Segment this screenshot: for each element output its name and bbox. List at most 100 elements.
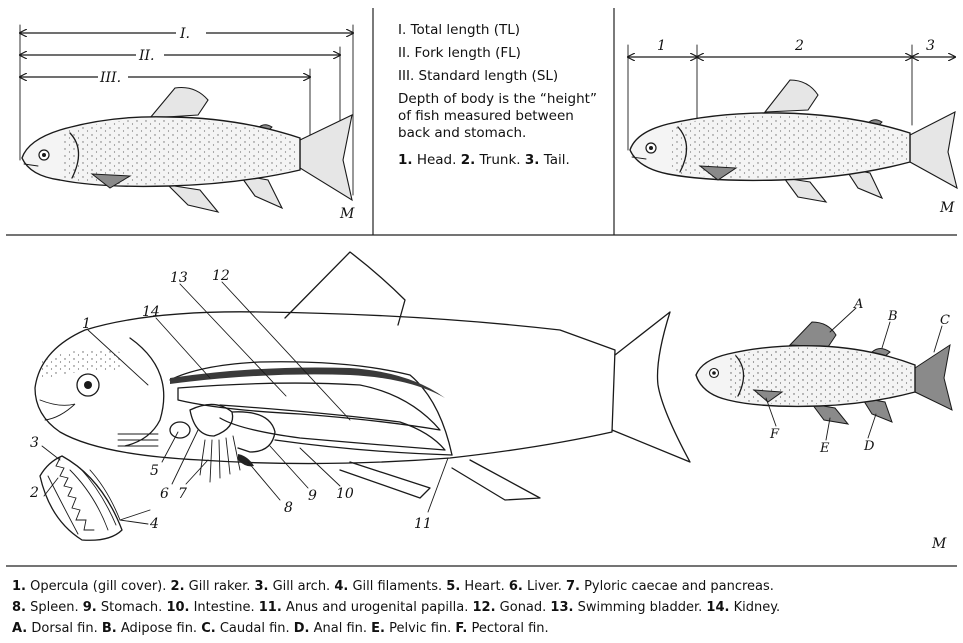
caption-number: 14. <box>706 600 729 615</box>
operculum-outline <box>125 338 164 446</box>
total-length-label: I. <box>179 26 190 42</box>
anatomy-leader-lines <box>42 282 448 524</box>
caption-text: Heart. <box>460 579 509 594</box>
label-13: 13 <box>170 270 188 286</box>
legend-body-depth: Depth of body is the “height” of fish me… <box>398 91 598 142</box>
label-12: 12 <box>212 268 230 284</box>
pelvic-fin <box>168 185 218 212</box>
label-2: 2 <box>29 485 39 501</box>
part-name: Head. <box>413 152 461 168</box>
fish-length-measurement-drawing: I. II. III. M <box>20 25 355 222</box>
pyloric-caecae <box>200 436 240 482</box>
stomach <box>232 412 275 452</box>
caption-number: 9. <box>83 600 97 615</box>
caption-number: 7. <box>566 579 580 594</box>
label-8: 8 <box>284 500 293 516</box>
artist-signature: M <box>339 206 355 222</box>
caudal-fin-outline <box>612 312 690 462</box>
caption-number: 3. <box>254 579 268 594</box>
part-number: 3. <box>525 152 540 168</box>
caption-number: 13. <box>550 600 573 615</box>
caption-number: 10. <box>166 600 189 615</box>
gill-raker-teeth <box>56 458 94 530</box>
fin-label-c: C <box>940 313 950 328</box>
caption-text: Opercula (gill cover). <box>26 579 171 594</box>
spleen <box>238 454 254 466</box>
standard-length-label: III. <box>99 70 121 86</box>
caption-text: Anal fin. <box>310 621 372 636</box>
caption-text: Gonad. <box>496 600 551 615</box>
label-10: 10 <box>336 486 354 502</box>
trunk-region-label: 2 <box>794 38 804 54</box>
caption-letter: C. <box>201 621 215 636</box>
caption-letter: B. <box>102 621 117 636</box>
label-9: 9 <box>308 488 317 504</box>
part-number: 2. <box>461 152 476 168</box>
caption-text: Anus and urogenital papilla. <box>282 600 473 615</box>
caption-text: Kidney. <box>729 600 780 615</box>
legend-total-length: I. Total length (TL) <box>398 22 608 39</box>
fish-regions-drawing: 1 2 3 M <box>628 38 957 216</box>
caption-text: Gill filaments. <box>348 579 446 594</box>
caption-letter: E. <box>371 621 385 636</box>
part-name: Tail. <box>539 152 569 168</box>
gonad <box>220 405 445 450</box>
label-1: 1 <box>82 316 91 332</box>
caption-letter: F. <box>455 621 467 636</box>
legend-body-parts: 1. Head. 2. Trunk. 3. Tail. <box>398 152 608 169</box>
anal-fin-outline <box>452 460 540 500</box>
label-6: 6 <box>160 486 169 502</box>
caption-text: Caudal fin. <box>216 621 294 636</box>
length-legend: I. Total length (TL) II. Fork length (FL… <box>398 22 608 175</box>
fin-label-b: B <box>887 309 898 324</box>
artist-signature: M <box>931 536 947 552</box>
swimming-bladder <box>178 383 440 430</box>
caption-line-1: 1. Opercula (gill cover). 2. Gill raker.… <box>12 576 957 597</box>
heart <box>170 422 190 438</box>
fin-label-a: A <box>853 297 863 312</box>
label-4: 4 <box>149 516 159 532</box>
caption-text: Gill arch. <box>268 579 334 594</box>
caption-text: Dorsal fin. <box>27 621 102 636</box>
legend-standard-length: III. Standard length (SL) <box>398 68 608 85</box>
caption-letter: D. <box>294 621 310 636</box>
caudal-fin <box>300 115 352 200</box>
caption-text: Stomach. <box>97 600 167 615</box>
caption-text: Pyloric caecae and pancreas. <box>580 579 774 594</box>
legend-fork-length: II. Fork length (FL) <box>398 45 608 62</box>
liver <box>190 404 233 436</box>
caption-text: Intestine. <box>189 600 258 615</box>
caption-number: 6. <box>509 579 523 594</box>
caption-text: Pectoral fin. <box>467 621 548 636</box>
caption-text: Swimming bladder. <box>573 600 706 615</box>
caption-line-2: 8. Spleen. 9. Stomach. 10. Intestine. 11… <box>12 597 957 618</box>
artist-signature: M <box>939 200 955 216</box>
caption-text: Adipose fin. <box>117 621 201 636</box>
fin-label-e: E <box>819 441 830 456</box>
caption-number: 12. <box>473 600 496 615</box>
label-11: 11 <box>414 516 432 532</box>
fish-fins-drawing: A B C D E F <box>696 297 952 456</box>
caption-text: Liver. <box>523 579 566 594</box>
label-3: 3 <box>30 435 39 451</box>
fin-label-f: F <box>769 427 780 442</box>
figure-caption: 1. Opercula (gill cover). 2. Gill raker.… <box>12 576 957 639</box>
caption-number: 4. <box>334 579 348 594</box>
caption-number: 8. <box>12 600 26 615</box>
caption-number: 11. <box>259 600 282 615</box>
caption-text: Spleen. <box>26 600 83 615</box>
label-14: 14 <box>142 304 160 320</box>
label-7: 7 <box>178 486 187 502</box>
fin-label-d: D <box>863 439 875 454</box>
caption-number: 2. <box>171 579 185 594</box>
fork-length-label: II. <box>138 48 155 64</box>
dorsal-fin <box>150 88 208 119</box>
head-region-label: 1 <box>657 38 666 54</box>
caption-letter: A. <box>12 621 27 636</box>
caption-number: 5. <box>446 579 460 594</box>
intestine <box>275 440 452 455</box>
label-5: 5 <box>150 463 159 479</box>
caption-text: Gill raker. <box>185 579 255 594</box>
tail-region-label: 3 <box>926 38 935 54</box>
part-name: Trunk. <box>475 152 525 168</box>
